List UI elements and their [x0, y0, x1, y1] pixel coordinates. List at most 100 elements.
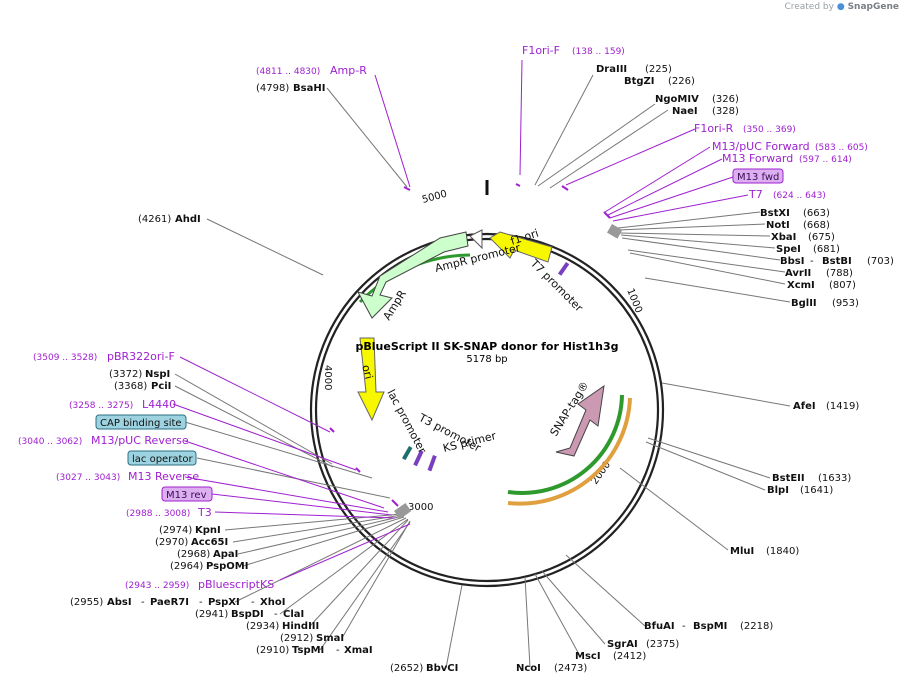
- primer-t7-range: (624 .. 643): [773, 191, 826, 201]
- site-noti: NotI: [766, 220, 790, 231]
- site-sgrai: SgrAI: [607, 639, 638, 650]
- site-avrii: AvrII: [785, 268, 811, 279]
- ori-label: ori: [359, 363, 375, 380]
- site-ngomiv-pos: (326): [712, 94, 739, 105]
- primer-l4440-range: (3258 .. 3275): [69, 401, 133, 411]
- site-ahdi-pos: (4261): [138, 214, 171, 225]
- lac-operator: lac operator: [132, 454, 193, 465]
- site-nspi-pos: (3372): [109, 369, 142, 380]
- primer-pbr322ori-f-range: (3509 .. 3528): [33, 353, 97, 363]
- site-btgzi: BtgZI: [624, 76, 655, 87]
- site-nspi: NspI: [145, 369, 170, 380]
- site-ahdi: AhdI: [175, 214, 201, 225]
- primer-f1ori-r: F1ori-R: [694, 122, 734, 135]
- tick-5000: 5000: [421, 189, 448, 206]
- site-kpni: KpnI: [195, 525, 221, 536]
- site-hindiii: HindIII: [282, 621, 319, 632]
- site-bspdi-pos: (2941): [195, 609, 228, 620]
- mcs-cluster-right: [607, 224, 623, 239]
- primer-m13-puc-reverse: M13/pUC Reverse: [91, 434, 189, 447]
- site-pcii-pos: (3368): [114, 381, 147, 392]
- orange-feature-track: [507, 397, 632, 506]
- primer-m13-puc-reverse-range: (3040 .. 3062): [18, 437, 82, 447]
- site-bsteii: BstEII: [772, 473, 805, 484]
- site-mlui: MluI: [730, 546, 754, 557]
- primer-t3: T3: [197, 506, 212, 519]
- ampr-promoter-arrow: [469, 229, 483, 250]
- site-leaders: [174, 74, 791, 669]
- cap-binding-site: CAP binding site: [100, 418, 182, 429]
- site-xmai: XmaI: [344, 645, 373, 656]
- site-naei-pos: (328): [712, 106, 739, 117]
- site-apai-pos: (2968): [177, 549, 210, 560]
- site-bfuai-pos: (2218): [740, 621, 773, 632]
- site-apai: ApaI: [213, 549, 238, 560]
- site-mlui-pos: (1840): [766, 546, 799, 557]
- plasmid-length: 5178 bp: [466, 354, 507, 365]
- site-absi-sep3: -: [251, 597, 255, 608]
- site-afei-pos: (1419): [826, 401, 859, 412]
- primer-pbr322ori-f: pBR322ori-F: [107, 350, 175, 363]
- site-pcii: PciI: [151, 381, 171, 392]
- site-kpni-pos: (2974): [159, 525, 192, 536]
- mcs-cluster-left: [394, 502, 412, 520]
- ori-arrow: [357, 337, 385, 422]
- site-absi-sep1: -: [141, 597, 145, 608]
- site-xhoi: XhoI: [260, 597, 285, 608]
- cap-binding-site-box: [95, 414, 187, 430]
- primer-m13-fwd: M13 fwd: [737, 172, 779, 183]
- site-blpi: BlpI: [767, 485, 789, 496]
- primer-amp-r-range: (4811 .. 4830): [256, 67, 320, 77]
- snapgene-logo-icon: ●: [836, 2, 845, 12]
- site-bbsi: BbsI: [780, 256, 804, 267]
- site-bstbi: BstBI: [822, 256, 852, 267]
- credit-brand: SnapGene: [847, 2, 899, 12]
- site-bbvci: BbvCI: [426, 663, 458, 674]
- site-tspmi-pos: (2910): [256, 645, 289, 656]
- site-bbsi-pos: (703): [867, 256, 894, 267]
- site-bbsi-sep: -: [810, 256, 814, 267]
- backbone-inner: [314, 237, 660, 583]
- primer-m13-rev-box: [161, 486, 213, 502]
- backbone-outer: [309, 232, 665, 588]
- primer-l4440: L4440: [142, 398, 176, 411]
- site-absi-pos: (2955): [70, 597, 103, 608]
- site-bstxi-pos: (663): [803, 208, 830, 219]
- primer-f1ori-f-range: (138 .. 159): [572, 47, 625, 57]
- site-smai: SmaI: [316, 633, 344, 644]
- site-bsahi: BsaHI: [293, 83, 325, 94]
- site-ncoi: NcoI: [516, 663, 541, 674]
- lac-operator-box: [127, 450, 197, 466]
- lac-operator-mark: [401, 446, 413, 461]
- site-bsahi-pos: (4798): [256, 83, 289, 94]
- site-bstxi: BstXI: [760, 208, 790, 219]
- site-pspomi-pos: (2964): [170, 561, 203, 572]
- site-draiii-pos: (225): [645, 64, 672, 75]
- primer-marks: [329, 183, 611, 507]
- site-draiii: DraIII: [596, 64, 627, 75]
- site-tspmi: TspMI: [292, 645, 324, 656]
- primer-leaders: [172, 59, 749, 581]
- primer-m13-fwd-box: [732, 168, 784, 184]
- t7-promoter-mark: [557, 261, 570, 276]
- site-btgzi-pos: (226): [668, 76, 695, 87]
- primer-f1ori-r-range: (350 .. 369): [743, 125, 796, 135]
- site-msci-pos: (2412): [613, 651, 646, 662]
- ampr-arrow: [356, 231, 469, 319]
- site-bsteii-pos: (1633): [818, 473, 851, 484]
- tick-4000: 4000: [322, 365, 333, 390]
- site-bfuai: BfuAI: [644, 621, 675, 632]
- site-bglii-pos: (953): [832, 298, 859, 309]
- primer-t7: T7: [748, 188, 763, 201]
- primer-m13-puc-forward-range: (583 .. 605): [815, 143, 868, 153]
- site-pspxi: PspXI: [208, 597, 240, 608]
- site-xbai: XbaI: [771, 232, 796, 243]
- site-sgrai-pos: (2375): [646, 639, 679, 650]
- site-pspomi: PspOMI: [206, 561, 248, 572]
- site-smai-pos: (2912): [280, 633, 313, 644]
- site-ngomiv: NgoMIV: [655, 94, 699, 105]
- primer-m13-rev: M13 rev: [166, 490, 207, 501]
- site-absi: AbsI: [107, 597, 132, 608]
- site-bglii: BglII: [791, 298, 817, 309]
